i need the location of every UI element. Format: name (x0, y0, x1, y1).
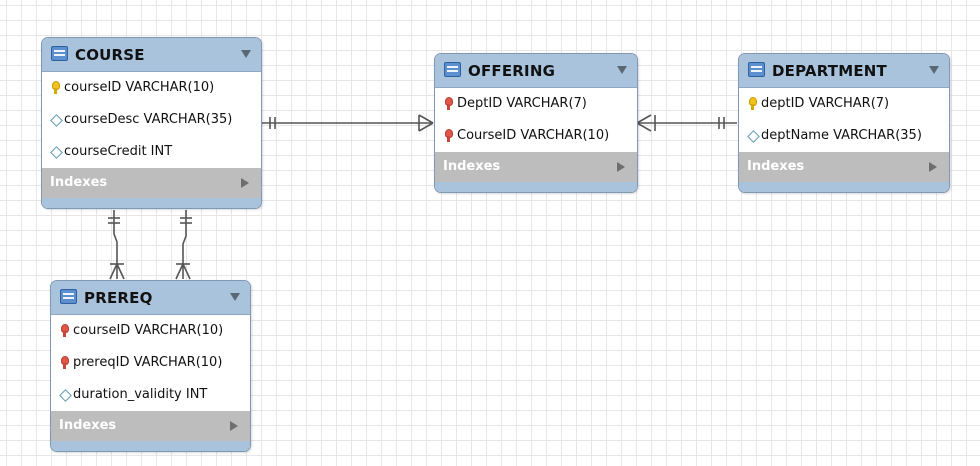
column-diamond-icon (747, 129, 758, 143)
rel-course-offering[interactable] (262, 114, 434, 132)
column-row[interactable]: prereqID VARCHAR(10) (51, 347, 250, 379)
expand-arrow-icon[interactable] (929, 162, 937, 172)
table-icon (748, 62, 765, 77)
indexes-bar[interactable]: Indexes (739, 152, 949, 182)
column-label: deptID VARCHAR(7) (761, 96, 890, 111)
indexes-label: Indexes (443, 159, 501, 174)
column-row[interactable]: DeptID VARCHAR(7) (435, 88, 637, 120)
column-row[interactable]: courseID VARCHAR(10) (51, 315, 250, 347)
entity-footer (435, 182, 637, 192)
column-label: DeptID VARCHAR(7) (457, 96, 587, 111)
expand-arrow-icon[interactable] (230, 421, 238, 431)
entity-title: COURSE (75, 46, 145, 64)
column-label: CourseID VARCHAR(10) (457, 128, 610, 143)
primary-key-icon (747, 97, 758, 111)
primary-key-icon (50, 81, 61, 95)
column-row[interactable]: duration_validity INT (51, 379, 250, 411)
foreign-key-icon (443, 97, 454, 111)
column-label: courseCredit INT (64, 144, 173, 159)
column-row[interactable]: courseCredit INT (42, 136, 261, 168)
indexes-label: Indexes (747, 159, 805, 174)
foreign-key-icon (443, 129, 454, 143)
column-row[interactable]: CourseID VARCHAR(10) (435, 120, 637, 152)
indexes-label: Indexes (50, 175, 108, 190)
entity-header[interactable]: DEPARTMENT (739, 54, 949, 88)
entity-title: DEPARTMENT (772, 62, 887, 80)
column-label: courseDesc VARCHAR(35) (64, 112, 233, 127)
entity-title: PREREQ (84, 289, 153, 307)
entity-header[interactable]: COURSE (42, 38, 261, 72)
collapse-toggle-icon[interactable] (929, 66, 939, 74)
indexes-bar[interactable]: Indexes (435, 152, 637, 182)
collapse-toggle-icon[interactable] (230, 293, 240, 301)
column-diamond-icon (50, 145, 61, 159)
table-icon (60, 289, 77, 304)
rel-course-prereq-1[interactable] (108, 210, 125, 280)
foreign-key-icon (59, 324, 70, 338)
rel-course-prereq-2[interactable] (175, 210, 192, 280)
column-row[interactable]: courseID VARCHAR(10) (42, 72, 261, 104)
column-label: duration_validity INT (73, 387, 208, 402)
entity-header[interactable]: PREREQ (51, 281, 250, 315)
entity-department[interactable]: DEPARTMENT deptID VARCHAR(7) deptName VA… (738, 53, 950, 193)
foreign-key-icon (59, 356, 70, 370)
column-label: deptName VARCHAR(35) (761, 128, 922, 143)
entity-offering[interactable]: OFFERING DeptID VARCHAR(7) CourseID VARC… (434, 53, 638, 193)
collapse-toggle-icon[interactable] (241, 50, 251, 58)
entity-footer (42, 198, 261, 208)
column-row[interactable]: courseDesc VARCHAR(35) (42, 104, 261, 136)
entity-footer (51, 441, 250, 451)
expand-arrow-icon[interactable] (241, 178, 249, 188)
indexes-bar[interactable]: Indexes (51, 411, 250, 441)
indexes-label: Indexes (59, 418, 117, 433)
rel-department-offering[interactable] (636, 114, 737, 132)
column-label: courseID VARCHAR(10) (73, 323, 224, 338)
entity-title: OFFERING (468, 62, 556, 80)
column-label: prereqID VARCHAR(10) (73, 355, 223, 370)
entity-course[interactable]: COURSE courseID VARCHAR(10) courseDesc V… (41, 37, 262, 209)
entity-footer (739, 182, 949, 192)
column-diamond-icon (59, 388, 70, 402)
column-label: courseID VARCHAR(10) (64, 80, 215, 95)
table-icon (51, 46, 68, 61)
entity-prereq[interactable]: PREREQ courseID VARCHAR(10) prereqID VAR… (50, 280, 251, 452)
expand-arrow-icon[interactable] (617, 162, 625, 172)
column-row[interactable]: deptName VARCHAR(35) (739, 120, 949, 152)
table-icon (444, 62, 461, 77)
column-diamond-icon (50, 113, 61, 127)
entity-header[interactable]: OFFERING (435, 54, 637, 88)
collapse-toggle-icon[interactable] (617, 66, 627, 74)
column-row[interactable]: deptID VARCHAR(7) (739, 88, 949, 120)
indexes-bar[interactable]: Indexes (42, 168, 261, 198)
